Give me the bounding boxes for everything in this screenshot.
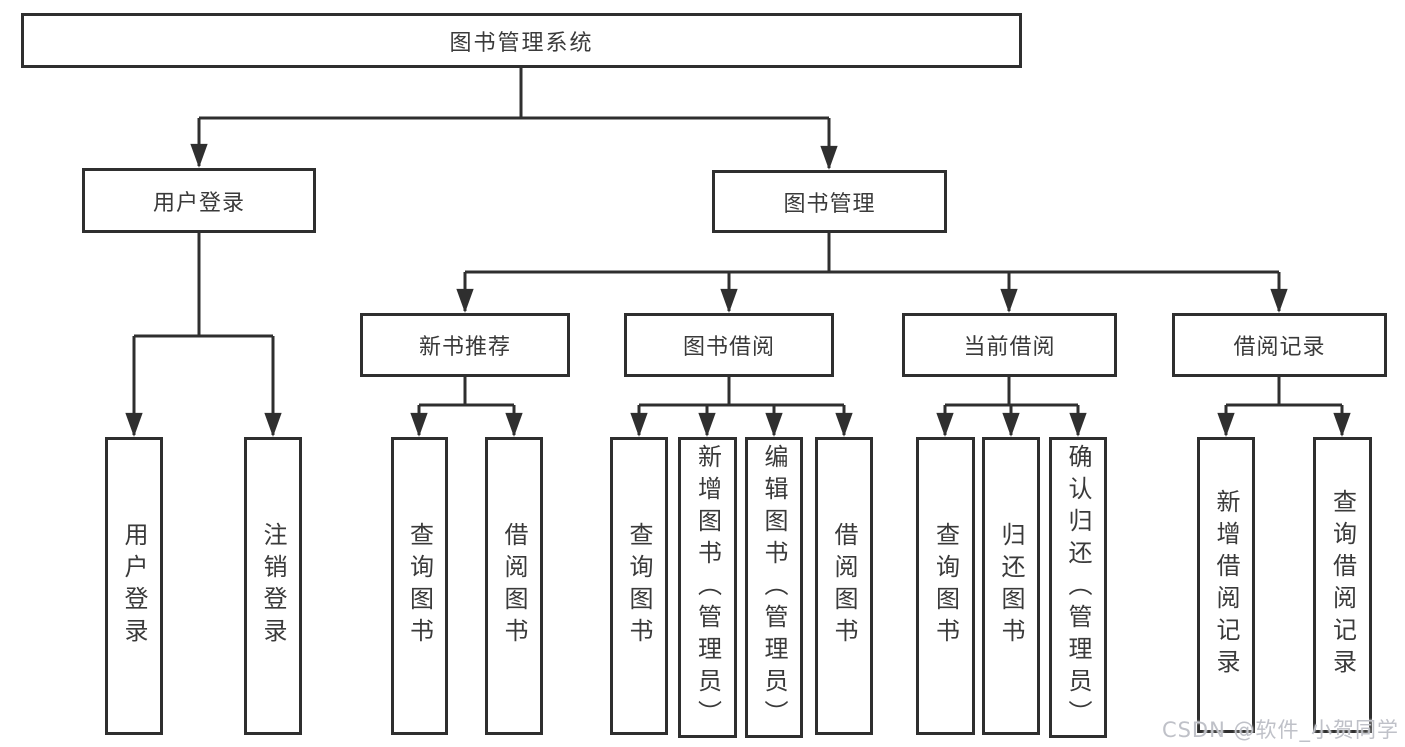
node-root-system: 图书管理系统	[21, 13, 1022, 68]
leaf-add-borrow-record: 新增借阅记录	[1197, 437, 1255, 733]
node-borrow-records-label: 借阅记录	[1233, 335, 1326, 360]
leaf-add-books-admin-label: 新增图书（管理员）	[693, 443, 722, 732]
node-book-borrow-label: 图书借阅	[682, 335, 775, 360]
leaf-add-borrow-record-label: 新增借阅记录	[1212, 489, 1240, 681]
leaf-user-login-label: 用户登录	[120, 522, 148, 650]
leaf-query-books-recommend-label: 查询图书	[405, 522, 434, 650]
leaf-borrow-books-label: 借阅图书	[830, 522, 858, 650]
leaf-query-borrow-record-label: 查询借阅记录	[1328, 489, 1357, 681]
node-book-borrow: 图书借阅	[624, 313, 834, 377]
leaf-borrow-books-recommend-label: 借阅图书	[500, 522, 528, 650]
node-user-login: 用户登录	[82, 168, 316, 233]
leaf-query-books-current: 查询图书	[916, 437, 975, 735]
leaf-confirm-return-admin-label: 确认归还（管理员）	[1064, 443, 1092, 732]
node-current-borrow-label: 当前借阅	[963, 335, 1056, 360]
leaf-user-login: 用户登录	[105, 437, 163, 735]
leaf-confirm-return-admin: 确认归还（管理员）	[1049, 437, 1107, 738]
leaf-query-borrow-record: 查询借阅记录	[1313, 437, 1372, 733]
node-book-management-label: 图书管理	[783, 191, 876, 217]
node-new-book-recommend: 新书推荐	[360, 313, 570, 377]
leaf-return-books-label: 归还图书	[997, 522, 1025, 650]
leaf-return-books: 归还图书	[982, 437, 1040, 735]
node-new-book-recommend-label: 新书推荐	[418, 335, 511, 360]
leaf-logout-label: 注销登录	[259, 522, 287, 650]
leaf-query-books-borrow: 查询图书	[610, 437, 668, 735]
leaf-borrow-books: 借阅图书	[815, 437, 873, 735]
leaf-edit-books-admin-label: 编辑图书（管理员）	[760, 443, 788, 732]
node-root-label: 图书管理系统	[449, 30, 594, 56]
leaf-query-books-borrow-label: 查询图书	[625, 522, 653, 650]
leaf-edit-books-admin: 编辑图书（管理员）	[745, 437, 803, 738]
node-current-borrow: 当前借阅	[902, 313, 1117, 377]
leaf-borrow-books-recommend: 借阅图书	[485, 437, 543, 735]
node-user-login-label: 用户登录	[152, 190, 245, 216]
leaf-query-books-current-label: 查询图书	[931, 522, 960, 650]
leaf-add-books-admin: 新增图书（管理员）	[678, 437, 737, 738]
csdn-watermark: CSDN @软件_小贺同学	[1161, 718, 1399, 742]
node-borrow-records: 借阅记录	[1172, 313, 1387, 377]
leaf-logout: 注销登录	[244, 437, 302, 735]
node-book-management: 图书管理	[712, 170, 947, 233]
leaf-query-books-recommend: 查询图书	[391, 437, 448, 735]
